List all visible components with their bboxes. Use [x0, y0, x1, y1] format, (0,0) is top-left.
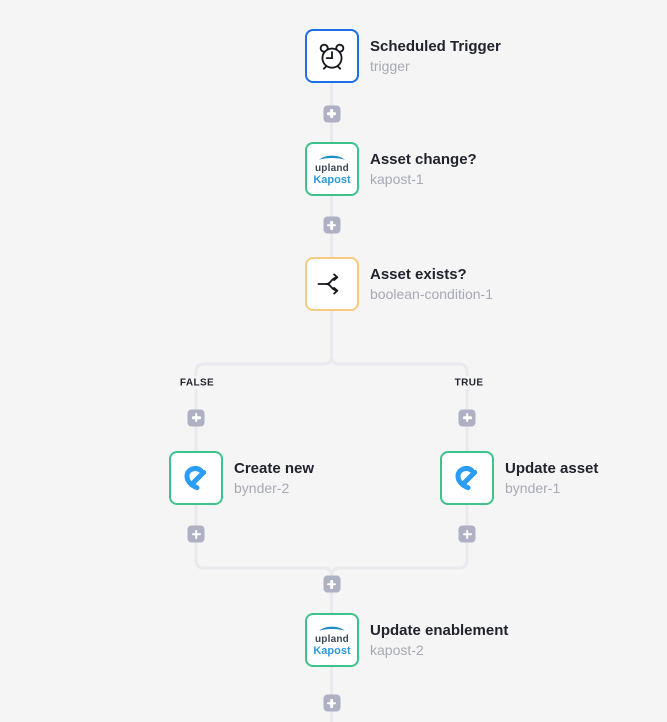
- kapost-arc-icon: [318, 626, 346, 631]
- node-title: Update enablement: [370, 621, 509, 639]
- node-subtitle: bynder-2: [234, 479, 290, 496]
- add-step-button[interactable]: [323, 694, 340, 712]
- node-text: Scheduled Trigger trigger: [370, 38, 501, 75]
- node-text: Create new bynder-2: [234, 460, 314, 497]
- node-subtitle: trigger: [370, 57, 410, 74]
- node-subtitle: boolean-condition-1: [370, 285, 493, 302]
- node-asset-exists[interactable]: Asset exists? boolean-condition-1: [305, 257, 493, 311]
- node-title: Asset change?: [370, 150, 477, 168]
- kapost-name-text: Kapost: [313, 644, 351, 657]
- node-create-new[interactable]: Create new bynder-2: [169, 451, 314, 505]
- node-icon-card: [305, 29, 359, 83]
- node-subtitle: bynder-1: [505, 479, 561, 496]
- bynder-logo: [184, 466, 207, 491]
- branch-label-true: TRUE: [451, 376, 487, 390]
- node-text: Update enablement kapost-2: [370, 622, 508, 659]
- add-step-button[interactable]: [187, 525, 205, 543]
- node-title: Scheduled Trigger: [370, 37, 501, 55]
- node-icon-card: [169, 451, 223, 505]
- node-update-asset[interactable]: Update asset bynder-1: [440, 451, 598, 505]
- kapost-logo: upland Kapost: [313, 153, 351, 186]
- node-update-enablement[interactable]: upland Kapost Update enablement kapost-2: [305, 613, 508, 667]
- node-title: Update asset: [505, 459, 599, 477]
- kapost-upland-text: upland: [315, 162, 349, 174]
- add-step-button[interactable]: [323, 216, 340, 234]
- node-icon-card: [305, 257, 359, 311]
- bynder-logo: [455, 466, 478, 491]
- node-text: Asset exists? boolean-condition-1: [370, 266, 493, 303]
- add-step-button[interactable]: [458, 409, 476, 426]
- node-scheduled-trigger[interactable]: Scheduled Trigger trigger: [305, 29, 501, 83]
- alarm-clock-icon: [319, 43, 345, 70]
- node-subtitle: kapost-1: [370, 170, 424, 187]
- node-icon-card: [440, 451, 494, 505]
- node-text: Update asset bynder-1: [505, 460, 598, 497]
- node-subtitle: kapost-2: [370, 641, 424, 658]
- kapost-arc-icon: [318, 155, 346, 160]
- node-text: Asset change? kapost-1: [370, 151, 477, 188]
- branch-label-false: FALSE: [176, 376, 218, 390]
- add-step-button[interactable]: [187, 409, 205, 426]
- node-icon-card: upland Kapost: [305, 613, 359, 667]
- kapost-upland-text: upland: [315, 633, 349, 645]
- node-asset-change[interactable]: upland Kapost Asset change? kapost-1: [305, 142, 477, 196]
- add-step-button[interactable]: [458, 525, 476, 543]
- node-title: Asset exists?: [370, 265, 467, 283]
- branch-split-icon: [317, 273, 339, 295]
- kapost-name-text: Kapost: [313, 173, 351, 186]
- node-icon-card: upland Kapost: [305, 142, 359, 196]
- node-title: Create new: [234, 459, 315, 477]
- kapost-logo: upland Kapost: [313, 624, 351, 657]
- add-step-button[interactable]: [323, 105, 340, 122]
- add-step-button[interactable]: [323, 575, 340, 593]
